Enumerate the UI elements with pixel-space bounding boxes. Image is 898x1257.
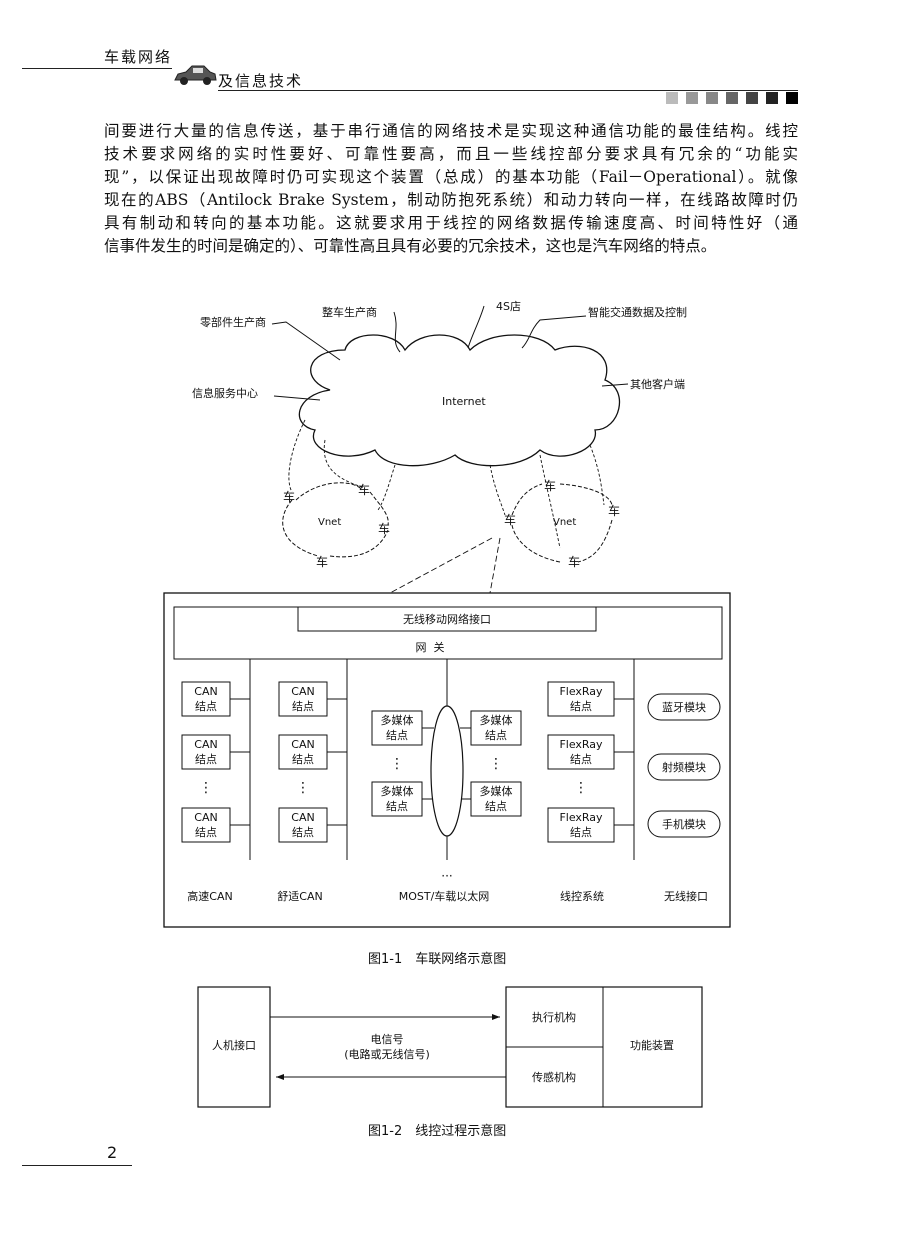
can-node-2-3-l1: CAN bbox=[291, 811, 314, 824]
can-node-1-3-l1: CAN bbox=[194, 811, 217, 824]
label-4s: 4S店 bbox=[496, 299, 521, 313]
flexray-node-2-l2: 结点 bbox=[570, 753, 592, 766]
rf-module: 射频模块 bbox=[662, 760, 706, 774]
can-node-1-1-l1: CAN bbox=[194, 685, 217, 698]
flexray-node-1-l1: FlexRay bbox=[559, 685, 603, 698]
mm-node-4-l2: 结点 bbox=[485, 800, 507, 813]
flexray-dots: ⋮ bbox=[574, 780, 588, 796]
col-label-hs-can: 高速CAN bbox=[187, 889, 232, 903]
header-rule-left bbox=[22, 68, 172, 69]
vnet-right-label: Vnet bbox=[553, 517, 576, 528]
col-label-most: MOST/车载以太网 bbox=[399, 889, 490, 903]
can-node-2-1-l2: 结点 bbox=[292, 700, 314, 713]
car-right-2: 车 bbox=[608, 503, 620, 518]
vehicle-network-box bbox=[163, 592, 731, 928]
header-square-2 bbox=[686, 92, 698, 104]
function-device-label: 功能装置 bbox=[630, 1038, 674, 1052]
label-traffic: 智能交通数据及控制 bbox=[588, 305, 687, 319]
label-manufacturer: 整车生产商 bbox=[322, 305, 377, 319]
page-number: 2 bbox=[107, 1143, 118, 1162]
car-right-4: 车 bbox=[568, 554, 580, 569]
signal-label-1: 电信号 bbox=[371, 1033, 404, 1046]
phone-module: 手机模块 bbox=[662, 817, 706, 831]
flexray-node-2-l1: FlexRay bbox=[559, 738, 603, 751]
body-line-2: 技术要求网络的实时性要好、可靠性要高，而且一些线控部分要求具有冗余的“功能实 bbox=[104, 145, 798, 163]
figure-1-1-caption: 图1-1 车联网络示意图 bbox=[368, 952, 507, 967]
internet-label: Internet bbox=[442, 395, 486, 408]
car-left-3: 车 bbox=[378, 521, 390, 536]
car-right-1: 车 bbox=[544, 478, 556, 493]
col-label-comfort-can: 舒适CAN bbox=[277, 889, 322, 903]
internet-cloud bbox=[298, 334, 621, 467]
body-line-1: 间要进行大量的信息传送，基于串行通信的网络技术是实现这种通信功能的最佳结构。线控 bbox=[104, 122, 798, 140]
body-line-4: 现在的ABS（Antilock Brake System，制动防抱死系统）和动力… bbox=[104, 191, 798, 209]
body-paragraph: 间要进行大量的信息传送，基于串行通信的网络技术是实现这种通信功能的最佳结构。线控… bbox=[104, 120, 798, 258]
can-node-1-2-l2: 结点 bbox=[195, 753, 217, 766]
header-square-1 bbox=[666, 92, 678, 104]
can-node-2-2-l2: 结点 bbox=[292, 753, 314, 766]
figure-1-2-caption: 图1-2 线控过程示意图 bbox=[368, 1124, 507, 1139]
mm-node-2-l1: 多媒体 bbox=[381, 784, 414, 798]
body-line-6: 信事件发生的时间是确定的）、可靠性高且具有必要的冗余技术，这也是汽车网络的特点。 bbox=[104, 237, 717, 255]
header-square-6 bbox=[766, 92, 778, 104]
flexray-node-3-l1: FlexRay bbox=[559, 811, 603, 824]
hmi-label: 人机接口 bbox=[212, 1038, 256, 1052]
figure-1-1: Internet 整车生产商 零部件生产商 4S店 智能交通数据及控制 信息服务… bbox=[163, 299, 731, 928]
header-square-4 bbox=[726, 92, 738, 104]
car-left-2: 车 bbox=[358, 482, 370, 497]
col-label-xbywire: 线控系统 bbox=[560, 889, 604, 903]
label-other-clients: 其他客户端 bbox=[630, 377, 685, 391]
can-node-2-3-l2: 结点 bbox=[292, 826, 314, 839]
car-left-1: 车 bbox=[283, 489, 295, 504]
car-right-3: 车 bbox=[504, 512, 516, 527]
label-info-center: 信息服务中心 bbox=[192, 386, 258, 400]
book-title-part1: 车载网络 bbox=[104, 48, 173, 66]
header-square-3 bbox=[706, 92, 718, 104]
label-parts: 零部件生产商 bbox=[200, 315, 266, 329]
flexray-node-1-l2: 结点 bbox=[570, 700, 592, 713]
flexray-node-3-l2: 结点 bbox=[570, 826, 592, 839]
most-ring bbox=[430, 705, 464, 837]
mm-dots-left: ⋮ bbox=[390, 756, 404, 772]
actuator-label: 执行机构 bbox=[532, 1010, 576, 1024]
figure-1-2: 人机接口 电信号 (电路或无线信号) 执行机构 传感机构 功能装置 bbox=[197, 986, 703, 1108]
mm-node-3-l1: 多媒体 bbox=[480, 713, 513, 727]
sensor-label: 传感机构 bbox=[532, 1070, 576, 1084]
mm-node-2-l2: 结点 bbox=[386, 800, 408, 813]
mm-node-1-l1: 多媒体 bbox=[381, 713, 414, 727]
mm-dots-right: ⋮ bbox=[489, 756, 503, 772]
can-node-2-1-l1: CAN bbox=[291, 685, 314, 698]
can-node-2-2-l1: CAN bbox=[291, 738, 314, 751]
header-square-7 bbox=[786, 92, 798, 104]
car-left-4: 车 bbox=[316, 554, 328, 569]
can-node-1-1-l2: 结点 bbox=[195, 700, 217, 713]
hmi-box bbox=[197, 986, 271, 1108]
can-node-1-3-l2: 结点 bbox=[195, 826, 217, 839]
wireless-interface-box bbox=[297, 606, 597, 632]
header-square-5 bbox=[746, 92, 758, 104]
can-node-1-2-l1: CAN bbox=[194, 738, 217, 751]
gateway-label: 网 关 bbox=[416, 640, 445, 654]
book-title-part2: 及信息技术 bbox=[218, 72, 304, 90]
mm-node-1-l2: 结点 bbox=[386, 729, 408, 742]
signal-label-2: (电路或无线信号) bbox=[344, 1047, 430, 1061]
footer-rule bbox=[22, 1165, 132, 1166]
vnet-left-label: Vnet bbox=[318, 517, 341, 528]
can-dots-1: ⋮ bbox=[199, 780, 213, 796]
bluetooth-module: 蓝牙模块 bbox=[662, 701, 706, 714]
header-rule-right bbox=[218, 90, 798, 91]
mm-node-4-l1: 多媒体 bbox=[480, 784, 513, 798]
car-logo-icon bbox=[174, 65, 217, 85]
body-line-3: 现”，以保证出现故障时仍可实现这个装置（总成）的基本功能（Fail－Operat… bbox=[104, 168, 798, 186]
wireless-interface-label: 无线移动网络接口 bbox=[403, 612, 491, 626]
most-ellipsis: ··· bbox=[441, 869, 452, 883]
body-line-5: 具有制动和转向的基本功能。这就要求用于线控的网络数据传输速度高、时间特性好（通 bbox=[104, 214, 798, 232]
col-label-wireless: 无线接口 bbox=[664, 889, 708, 903]
can-dots-2: ⋮ bbox=[296, 780, 310, 796]
mm-node-3-l2: 结点 bbox=[485, 729, 507, 742]
